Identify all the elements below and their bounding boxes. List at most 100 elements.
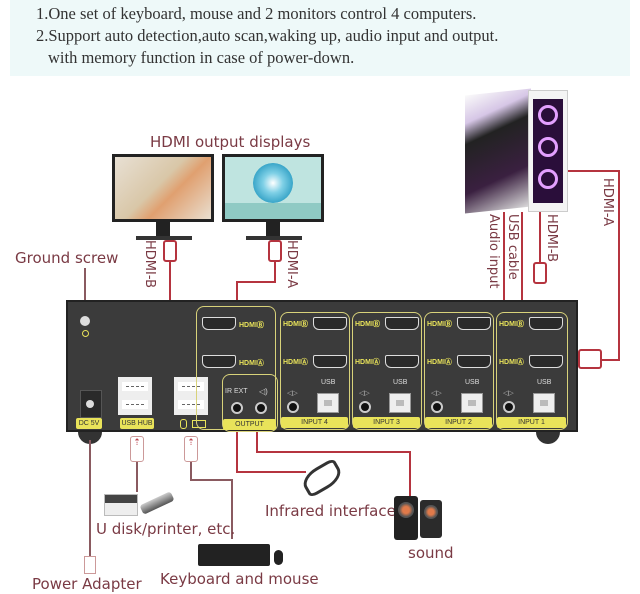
feature-banner: 1.One set of keyboard, mouse and 2 monit… (10, 0, 630, 76)
hdmi-b-port (457, 317, 491, 330)
dc-jack-pin (86, 400, 94, 408)
wire-power (89, 440, 91, 558)
output-label: OUTPUT (223, 419, 276, 430)
usb-a-port (120, 380, 150, 393)
keyboard-and-mouse-label: Keyboard and mouse (160, 570, 319, 588)
input-1-label: INPUT 1 (497, 417, 566, 428)
hdmi-b-port (529, 317, 563, 330)
wire-ir (236, 432, 238, 472)
monitor-right (222, 154, 324, 222)
dc-5v-label: DC 5V (76, 418, 102, 429)
hdmi-a-right-label: HDMI-A (600, 178, 615, 227)
hdmi-b-label: HDMIⒷ (499, 321, 524, 328)
wire-ir-h (236, 471, 306, 473)
wire-keyboard-v (190, 462, 192, 480)
hdmi-a-left-label: HDMI-A (284, 240, 299, 289)
hdmi-a-port (385, 355, 419, 368)
wire-audio-out (256, 432, 258, 452)
ground-screw-label: Ground screw (15, 249, 119, 267)
audio-input-label: Audio input (486, 214, 501, 289)
wire-hdmi-a-horizontal (236, 281, 276, 283)
mic-icon: ◁▷ (359, 390, 370, 397)
speaker-cone (398, 502, 414, 518)
input-4-label: INPUT 4 (281, 417, 348, 428)
wire-ground (84, 268, 86, 320)
kb-mouse-usb-ports (174, 377, 208, 415)
keyboard-icon (198, 544, 270, 566)
swirl-logo (253, 163, 293, 203)
hdmi-b-output-port (202, 317, 236, 330)
wire-hdmi-a-right-top (568, 170, 620, 172)
audio-input-jack (503, 401, 515, 413)
usb-flash-drive-icon (139, 491, 175, 515)
input-1-panel: HDMIⒷ HDMIⒶ USB ◁▷ INPUT 1 (496, 312, 568, 430)
power-adapter-plug (84, 556, 96, 574)
audio-input-jack (287, 401, 299, 413)
monitor-right-foot (246, 236, 302, 240)
monitor-right-stand (266, 222, 280, 238)
wire-audio-out-h (256, 451, 410, 453)
ground-screw (80, 316, 90, 326)
usb-cable-label: USB cable (505, 214, 520, 280)
speaker-left-icon (394, 496, 418, 540)
sound-label: sound (408, 544, 454, 562)
input-4-panel: HDMIⒷ HDMIⒶ USB ◁▷ INPUT 4 (280, 312, 350, 430)
cat-image (115, 157, 211, 219)
mic-icon: ◁▷ (287, 390, 298, 397)
usb-b-port (317, 393, 339, 413)
ground-icon (82, 330, 89, 337)
wallpaper-image (225, 157, 321, 219)
usb-b-port (389, 393, 411, 413)
speaker-cone (424, 505, 438, 519)
hdmi-b-label: HDMIⒷ (427, 321, 452, 328)
mic-icon: ◁▷ (503, 390, 514, 397)
power-adapter-label: Power Adapter (32, 575, 142, 593)
feature-line-1: 1.One set of keyboard, mouse and 2 monit… (36, 4, 477, 23)
hdmi-b-label: HDMIⒷ (283, 321, 308, 328)
wire-keyboard-h (190, 479, 232, 481)
usb-hub-label: USB HUB (120, 418, 154, 429)
hdmi-a-label: HDMIⒶ (355, 359, 380, 366)
usb-a-port (176, 380, 206, 393)
feature-line-2: 2.Support auto detection,auto scan,wakin… (36, 26, 499, 45)
device-foot-right (536, 432, 560, 444)
usb-label: USB (537, 379, 552, 386)
input-3-panel: HDMIⒷ HDMIⒶ USB ◁▷ INPUT 3 (352, 312, 422, 430)
fan-icon (538, 105, 558, 125)
input-2-label: INPUT 2 (425, 417, 492, 428)
hdmi-b-port (385, 317, 419, 330)
usb-b-port (461, 393, 483, 413)
device-foot-left (78, 432, 102, 444)
usb-label: USB (393, 379, 408, 386)
printer-icon (104, 494, 138, 516)
hdmi-a-port (313, 355, 347, 368)
hdmi-plug-a-right (578, 349, 602, 369)
usb-label: USB (321, 379, 336, 386)
input-2-panel: HDMIⒷ HDMIⒶ USB ◁▷ INPUT 2 (424, 312, 494, 430)
wire-keyboard-down (231, 479, 233, 539)
usb-a-port (120, 398, 150, 411)
input-3-label: INPUT 3 (353, 417, 420, 428)
monitor-left (112, 154, 214, 222)
hdmi-a-label: HDMIⒶ (499, 359, 524, 366)
usb-plug-udisk: ⇡ (130, 436, 144, 462)
speaker-icon: ◁) (259, 387, 268, 396)
dc-jack (80, 390, 102, 418)
hdmi-a-label: HDMIⒶ (239, 360, 264, 367)
hdmi-b-label: HDMIⒷ (239, 322, 264, 329)
wire-hdmi-a-vertical (274, 262, 276, 282)
mic-icon: ◁▷ (431, 390, 442, 397)
fan-icon (538, 137, 558, 157)
infrared-interface-label: Infrared interface (265, 502, 396, 520)
u-disk-printer-label: U disk/printer, etc. (96, 520, 236, 538)
wire-udisk (136, 462, 138, 492)
hdmi-b-label: HDMIⒷ (355, 321, 380, 328)
wire-hdmi-b-vertical (169, 262, 171, 322)
hdmi-output-displays-label: HDMI output displays (150, 133, 311, 151)
output-panel: HDMIⒷ HDMIⒶ (196, 306, 276, 430)
monitor-left-stand (156, 222, 170, 238)
usb-hub-ports (118, 377, 152, 415)
hdmi-plug-b-left (163, 240, 177, 262)
hdmi-b-right-label: HDMI-B (544, 214, 559, 262)
hdmi-plug-b-right (533, 262, 547, 284)
